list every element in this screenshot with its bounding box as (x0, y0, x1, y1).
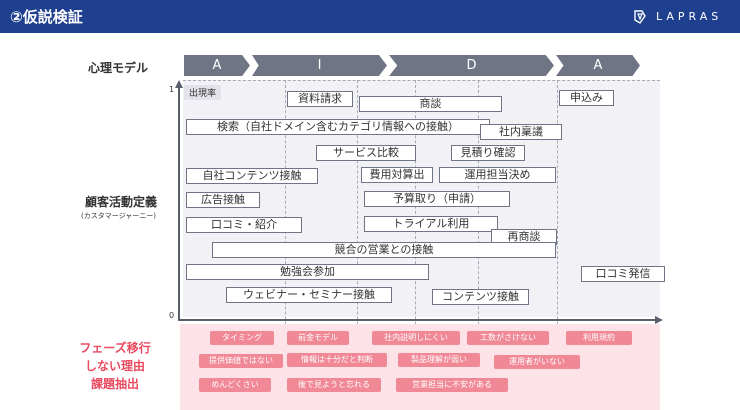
activity-estimate-check: 見積り確認 (451, 145, 525, 161)
reason-tag-prepaid-model: 前金モデル (287, 331, 349, 345)
reason-tag-timing: タイミング (210, 331, 274, 345)
reason-tag-hard-to-explain: 社内説明しにくい (372, 331, 460, 345)
reason-label-line1: フェーズ移行 (79, 341, 151, 355)
activity-word-of-mouth-share: 口コミ発信 (581, 266, 665, 282)
activity-cost-calculation: 費用対算出 (361, 167, 433, 183)
header-bar: ②仮説検証 LAPRAS (0, 0, 740, 33)
activity-content-contact: コンテンツ接触 (432, 289, 529, 305)
reason-tag-weak-understanding: 製品理解が弱い (398, 353, 480, 367)
lapras-logo-text: LAPRAS (656, 10, 723, 23)
reason-label-line3: 課題抽出 (90, 377, 139, 391)
lapras-logo-icon (634, 10, 646, 24)
activity-trial-use: トライアル利用 (364, 216, 498, 232)
y-axis (178, 86, 180, 321)
reason-tag-bothersome: めんどくさい (199, 378, 271, 392)
appearance-rate-label: 出現率 (184, 85, 222, 100)
phase-attention: A (184, 55, 250, 76)
phase-action: A (556, 55, 640, 76)
activity-re-meeting: 再商談 (491, 229, 557, 245)
page-title: ②仮説検証 (10, 8, 83, 26)
reason-tag-sales-anxiety: 営業担当に不安がある (396, 378, 508, 392)
reason-tag-no-bandwidth: 工数がさけない (467, 331, 549, 345)
x-axis-arrow-icon (655, 316, 663, 324)
activity-service-comparison: サービス比較 (316, 145, 416, 161)
reason-tag-terms-of-use: 利用規約 (566, 331, 632, 345)
grid-line-top (183, 80, 660, 81)
activity-business-meeting: 商談 (359, 96, 502, 112)
activity-webinar-contact: ウェビナー・セミナー接触 (226, 287, 392, 303)
activity-ad-contact: 広告接触 (186, 192, 260, 208)
activity-operator-decision: 運用担当決め (439, 167, 556, 183)
y-axis-arrow-icon (175, 80, 183, 88)
phase-interest: I (252, 55, 387, 76)
grid-line (557, 80, 558, 410)
activity-study-session: 勉強会参加 (186, 264, 429, 280)
phase-desire: D (389, 55, 554, 76)
activity-word-of-mouth: 口コミ・紹介 (186, 217, 302, 233)
reason-tag-info-enough: 情報は十分だと判断 (287, 353, 387, 367)
activity-search: 検索（自社ドメイン含むカテゴリ情報への接触） (186, 119, 490, 135)
customer-activity-label: 顧客活動定義 (85, 195, 158, 209)
psychology-model-label: 心理モデル (88, 61, 149, 75)
activity-budget-request: 予算取り（申請） (364, 191, 510, 207)
reason-label-line2: しない理由 (84, 359, 145, 373)
activity-document-request: 資料請求 (287, 91, 353, 107)
reason-tag-not-value: 提供価値ではない (199, 354, 283, 368)
y-tick-max: 1 (169, 85, 175, 94)
x-axis (178, 319, 656, 321)
reason-tag-forget-later: 後で見ようと忘れる (287, 378, 381, 392)
customer-journey-sublabel: (カスタマージャーニー) (81, 212, 156, 220)
activity-internal-approval: 社内稟議 (480, 124, 562, 140)
y-tick-min: 0 (169, 311, 175, 320)
activity-application: 申込み (559, 90, 614, 106)
activity-own-content-contact: 自社コンテンツ接触 (186, 168, 318, 184)
activity-competitor-sales-contact: 競合の営業との接触 (212, 242, 556, 258)
reason-tag-no-operator: 運用者がいない (494, 355, 580, 369)
